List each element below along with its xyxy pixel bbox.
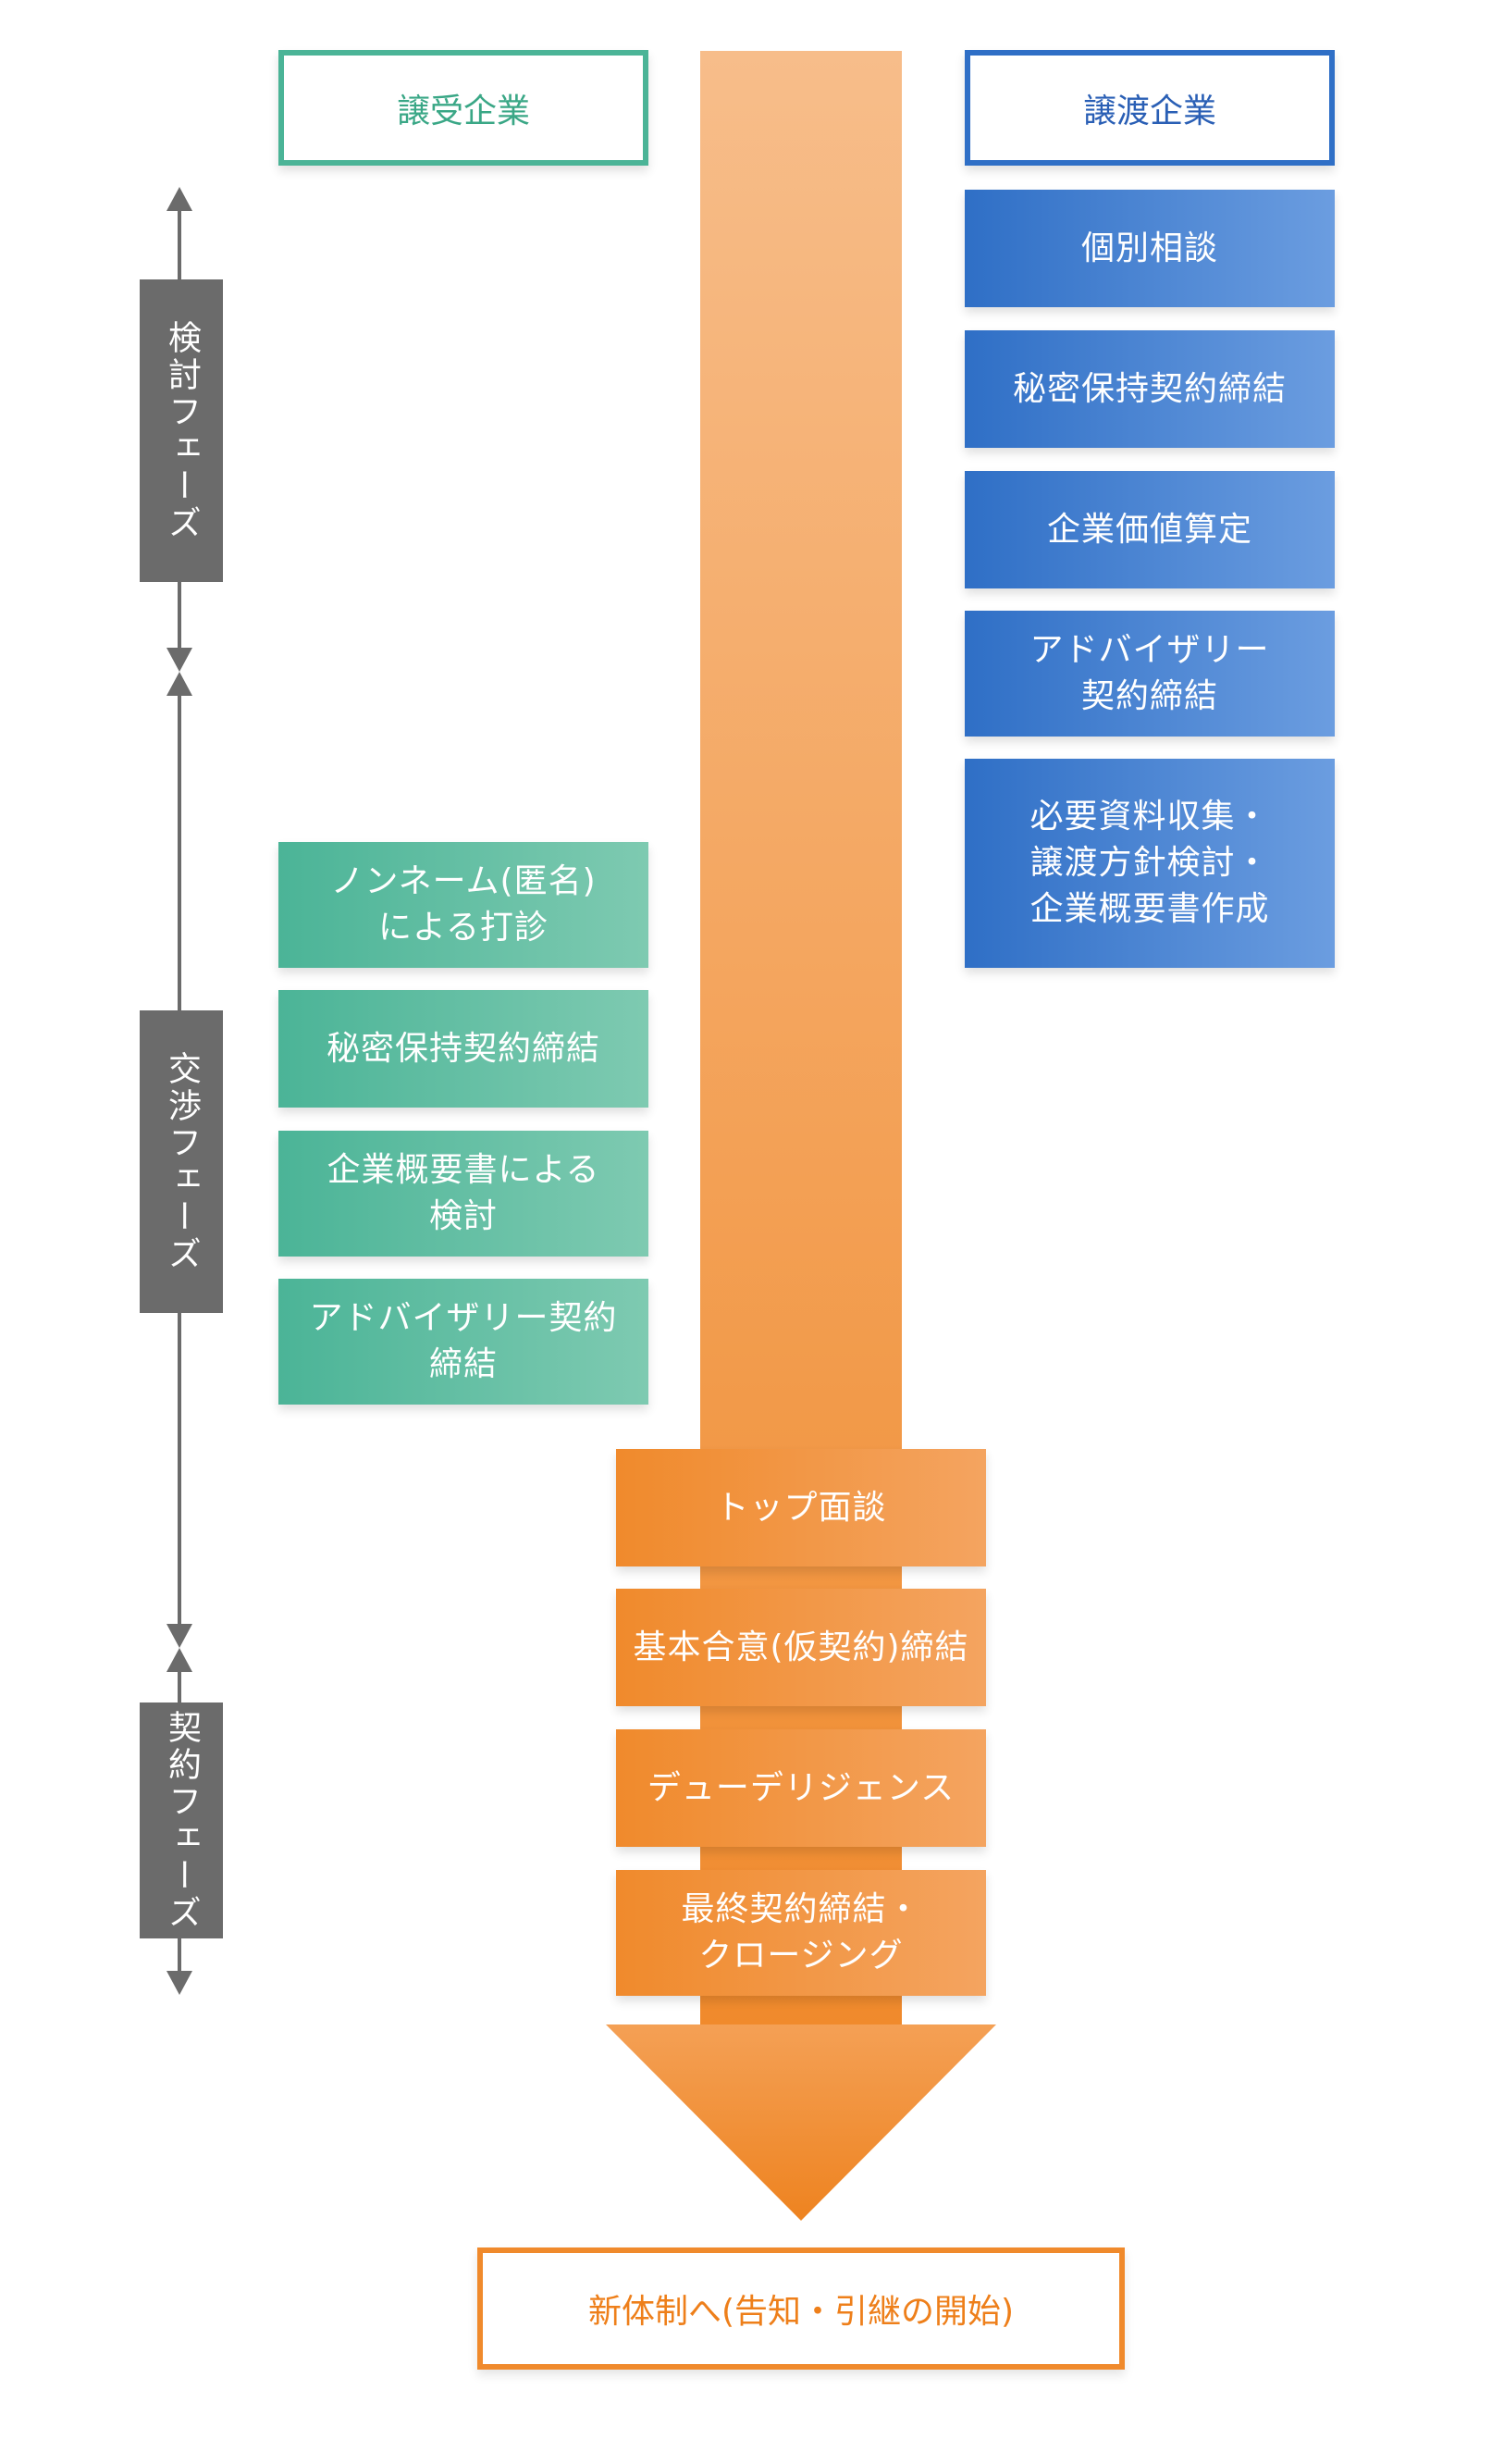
final-new-structure: 新体制へ(告知・引継の開始)	[477, 2247, 1125, 2370]
seller-step-documents: 必要資料収集・ 譲渡方針検討・ 企業概要書作成	[965, 759, 1335, 968]
joint-step-loi: 基本合意(仮契約)締結	[616, 1589, 986, 1706]
phase-label-negotiation: 交渉フェーズ	[140, 1010, 223, 1313]
seller-step-nda: 秘密保持契約締結	[965, 330, 1335, 448]
seller-step-consultation: 個別相談	[965, 190, 1335, 307]
seller-step-advisory: アドバイザリー 契約締結	[965, 611, 1335, 737]
phase-label-contract: 契約フェーズ	[140, 1703, 223, 1938]
joint-step-top-meeting: トップ面談	[616, 1449, 986, 1566]
acquirer-step-review: 企業概要書による 検討	[278, 1131, 648, 1257]
acquirer-step-nda: 秘密保持契約締結	[278, 990, 648, 1108]
acquirer-step-advisory: アドバイザリー契約 締結	[278, 1279, 648, 1405]
joint-step-due-diligence: デューデリジェンス	[616, 1729, 986, 1847]
joint-step-closing: 最終契約締結・ クロージング	[616, 1870, 986, 1996]
seller-step-valuation: 企業価値算定	[965, 471, 1335, 588]
phase-label-review: 検討フェーズ	[140, 279, 223, 582]
acquirer-step-noname: ノンネーム(匿名) による打診	[278, 842, 648, 968]
acquirer-header: 譲受企業	[278, 50, 648, 166]
seller-header: 譲渡企業	[965, 50, 1335, 166]
